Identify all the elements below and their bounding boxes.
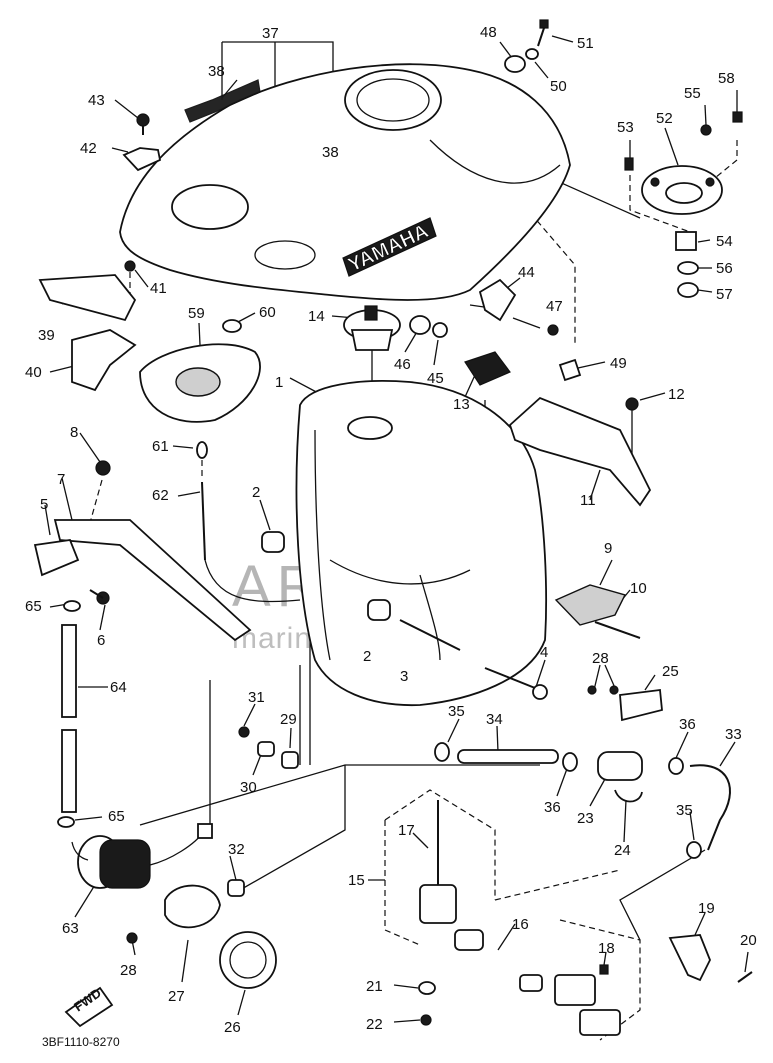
callout-16: 16 bbox=[512, 916, 529, 933]
callout-56: 56 bbox=[716, 260, 733, 277]
callout-61: 61 bbox=[152, 438, 169, 455]
callout-2: 2 bbox=[252, 484, 260, 501]
callout-23: 23 bbox=[577, 810, 594, 827]
callout-6: 6 bbox=[97, 632, 105, 649]
callout-9: 9 bbox=[604, 540, 612, 557]
callout-33: 33 bbox=[725, 726, 742, 743]
callout-53: 53 bbox=[617, 119, 634, 136]
callout-38: 38 bbox=[322, 144, 339, 161]
fuel-cap-assembly bbox=[343, 305, 401, 351]
callout-25: 25 bbox=[662, 663, 679, 680]
callout-41: 41 bbox=[150, 280, 167, 297]
callout-57: 57 bbox=[716, 286, 733, 303]
callout-28: 28 bbox=[120, 962, 137, 979]
callout-52: 52 bbox=[656, 110, 673, 127]
callout-62: 62 bbox=[152, 487, 169, 504]
callout-44: 44 bbox=[518, 264, 535, 281]
callout-50: 50 bbox=[550, 78, 567, 95]
callout-11: 11 bbox=[580, 492, 596, 509]
callout-51: 51 bbox=[577, 35, 594, 52]
callout-17: 17 bbox=[398, 822, 415, 839]
callout-7: 7 bbox=[57, 471, 65, 488]
callout-65: 65 bbox=[25, 598, 42, 615]
callout-59: 59 bbox=[188, 305, 205, 322]
callout-42: 42 bbox=[80, 140, 97, 157]
fuel-petcock bbox=[419, 800, 621, 1036]
callout-38: 38 bbox=[208, 63, 225, 80]
callout-5: 5 bbox=[40, 496, 48, 513]
fuel-tank-cover: YAMAHA bbox=[119, 63, 571, 301]
callout-30: 30 bbox=[240, 779, 257, 796]
callout-55: 55 bbox=[684, 85, 701, 102]
callout-63: 63 bbox=[62, 920, 79, 937]
callout-36: 36 bbox=[544, 799, 561, 816]
callout-64: 64 bbox=[110, 679, 127, 696]
filler-cap-ring bbox=[641, 165, 723, 215]
callout-48: 48 bbox=[480, 24, 497, 41]
callout-36: 36 bbox=[679, 716, 696, 733]
callout-47: 47 bbox=[546, 298, 563, 315]
callout-13: 13 bbox=[453, 396, 470, 413]
callout-27: 27 bbox=[168, 988, 185, 1005]
callout-26: 26 bbox=[224, 1019, 241, 1036]
callout-10: 10 bbox=[630, 580, 647, 597]
callout-49: 49 bbox=[610, 355, 627, 372]
callout-8: 8 bbox=[70, 424, 78, 441]
callout-35: 35 bbox=[676, 802, 693, 819]
callout-35: 35 bbox=[448, 703, 465, 720]
callout-12: 12 bbox=[668, 386, 685, 403]
callout-31: 31 bbox=[248, 689, 265, 706]
callout-45: 45 bbox=[427, 370, 444, 387]
callout-4: 4 bbox=[540, 644, 548, 661]
callout-1: 1 bbox=[275, 374, 283, 391]
gear-part bbox=[219, 931, 277, 989]
fwd-arrow-marker: FWD bbox=[64, 985, 114, 1028]
callout-18: 18 bbox=[598, 940, 615, 957]
callout-22: 22 bbox=[366, 1016, 383, 1033]
small-hardware bbox=[33, 19, 753, 1036]
callout-21: 21 bbox=[366, 978, 383, 995]
callout-58: 58 bbox=[718, 70, 735, 87]
callout-43: 43 bbox=[88, 92, 105, 109]
callout-34: 34 bbox=[486, 711, 503, 728]
callout-labels: 1 2 2 3 4 5 6 7 8 9 10 11 12 13 14 15 16… bbox=[25, 24, 757, 1036]
callout-46: 46 bbox=[394, 356, 411, 373]
fuel-tank bbox=[295, 380, 547, 707]
callout-65: 65 bbox=[108, 808, 125, 825]
callout-60: 60 bbox=[259, 304, 276, 321]
callout-39: 39 bbox=[38, 327, 55, 344]
callout-19: 19 bbox=[698, 900, 715, 917]
callout-37: 37 bbox=[262, 25, 279, 42]
document-code: 3BF1110-8270 bbox=[42, 1035, 120, 1049]
callout-32: 32 bbox=[228, 841, 245, 858]
callout-14: 14 bbox=[308, 308, 325, 325]
callout-40: 40 bbox=[25, 364, 42, 381]
callout-3: 3 bbox=[400, 668, 408, 685]
callout-2: 2 bbox=[363, 648, 371, 665]
callout-15: 15 bbox=[348, 872, 365, 889]
callout-29: 29 bbox=[280, 711, 297, 728]
callout-54: 54 bbox=[716, 233, 733, 250]
callout-20: 20 bbox=[740, 932, 757, 949]
callout-24: 24 bbox=[614, 842, 631, 859]
callout-28: 28 bbox=[592, 650, 609, 667]
fuel-pump bbox=[71, 823, 213, 889]
